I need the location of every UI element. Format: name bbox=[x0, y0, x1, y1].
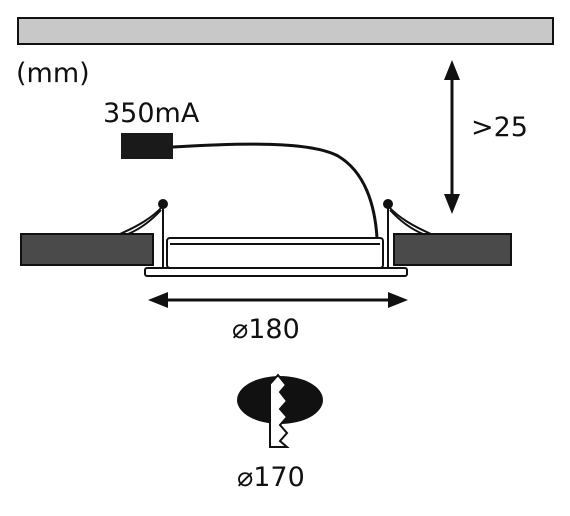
ceiling-panel bbox=[17, 17, 554, 45]
fixture-housing bbox=[166, 237, 384, 269]
depth-label: >25 bbox=[471, 112, 528, 143]
driver-cable bbox=[172, 142, 379, 239]
spring-clip-left bbox=[119, 199, 168, 268]
cutout-diameter-label: ⌀170 bbox=[237, 462, 305, 493]
fixture-bezel bbox=[144, 267, 408, 277]
spring-clip-right bbox=[383, 199, 432, 268]
depth-dimension-arrow bbox=[444, 60, 460, 214]
current-label: 350mA bbox=[103, 98, 200, 129]
unit-label: (mm) bbox=[16, 58, 90, 89]
saw-blade-icon bbox=[269, 373, 290, 448]
outer-diameter-arrow bbox=[148, 292, 408, 308]
ceiling-board-right bbox=[393, 233, 512, 266]
ceiling-board-left bbox=[20, 233, 154, 266]
driver-block bbox=[121, 133, 173, 159]
outer-diameter-label: ⌀180 bbox=[232, 314, 300, 345]
